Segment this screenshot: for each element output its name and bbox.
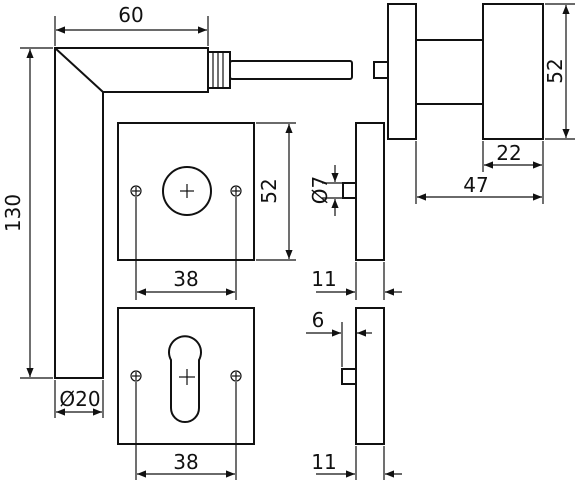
- rose-hole-spacing-bottom-dimension: 38: [135, 382, 237, 480]
- rose-thickness-top-label: 11: [311, 267, 336, 291]
- cylinder-offset-label: 6: [312, 308, 325, 332]
- lever-width-label: 60: [118, 3, 143, 27]
- knob-height-label: 52: [543, 58, 567, 83]
- knob-projection-label: 47: [463, 173, 488, 197]
- lever-height-dimension: 130: [1, 47, 53, 379]
- knob-depth-dimension: 22: [482, 141, 544, 172]
- knob-depth-label: 22: [496, 141, 521, 165]
- rose-side-view-top: [342, 122, 385, 261]
- rose-thickness-bottom-dimension: 11: [311, 446, 402, 480]
- knob-projection-dimension: 47: [415, 141, 544, 204]
- knob-height-dimension: 52: [543, 3, 575, 140]
- rose-hole-spacing-top-label: 38: [173, 267, 198, 291]
- rose-thickness-top-dimension: 11: [311, 262, 402, 300]
- rose-hole-spacing-bottom-label: 38: [173, 450, 198, 474]
- rose-thickness-bottom-label: 11: [311, 450, 336, 474]
- rose-hole-spacing-top-dimension: 38: [135, 197, 237, 300]
- cylinder-offset-dimension: 6: [306, 308, 372, 367]
- rose-profile-cylinder: [117, 307, 255, 445]
- rose-round-hole: [117, 122, 255, 261]
- spindle-diameter-label: Ø7: [308, 176, 332, 204]
- knob: [373, 3, 544, 140]
- lever-width-dimension: 60: [54, 3, 209, 46]
- rose-size-dimension: 52: [256, 122, 296, 261]
- rose-side-view-bottom: [341, 307, 385, 445]
- lever-height-label: 130: [1, 194, 25, 232]
- lever-diameter-label: Ø20: [59, 387, 100, 411]
- lever-diameter-dimension: Ø20: [54, 380, 104, 418]
- rose-size-label: 52: [257, 178, 281, 203]
- lever-handle: [54, 47, 353, 379]
- spindle-diameter-dimension: Ø7: [308, 165, 342, 216]
